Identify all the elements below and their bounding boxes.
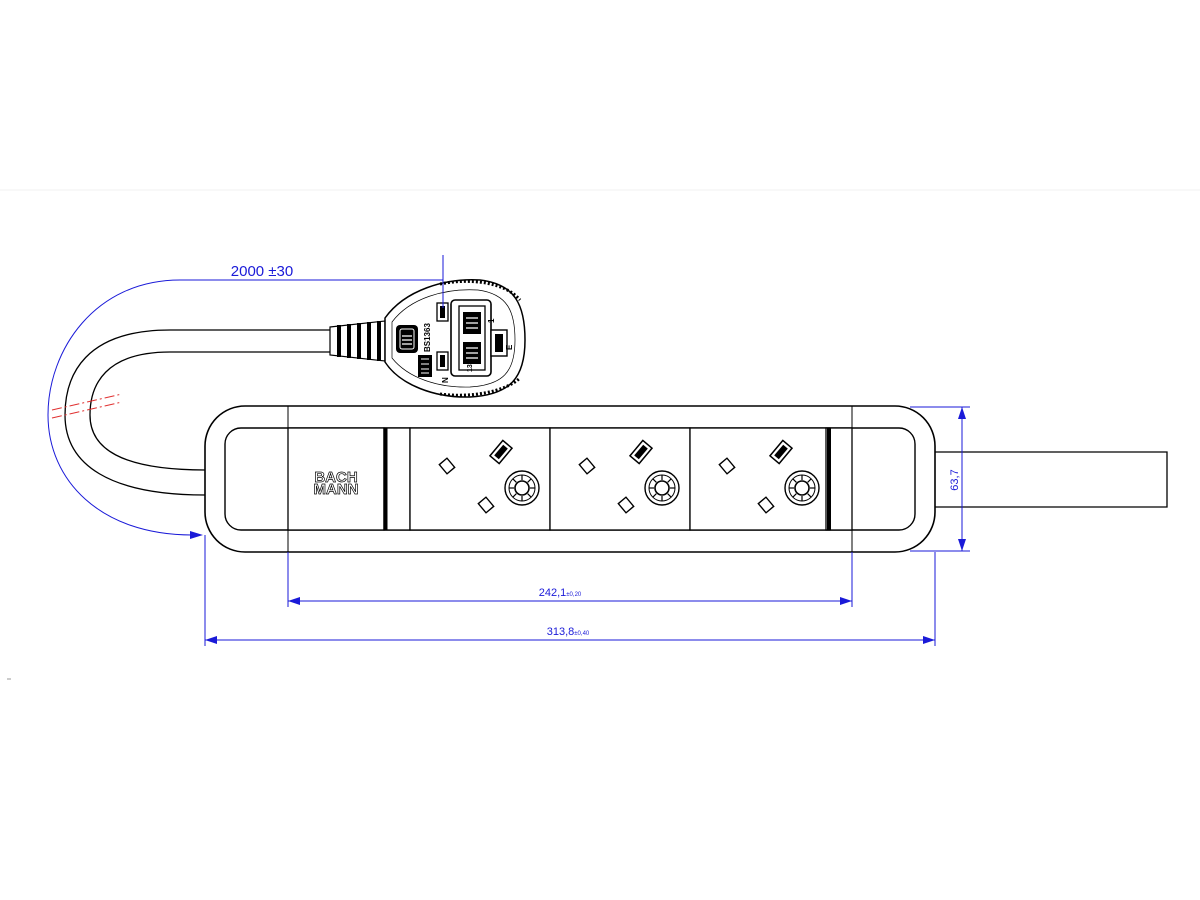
shutter-dial-icon: [644, 470, 680, 506]
socket-module-3: [689, 427, 831, 531]
socket-module-1: [409, 427, 551, 531]
socket-slot-live: [578, 457, 596, 475]
socket-slot-live: [718, 457, 736, 475]
strip-end-cable: [935, 451, 1168, 508]
brand-logo-line2: MANN: [314, 481, 359, 498]
cable-length-label: 2000 ±30: [231, 263, 293, 280]
socket-strip: BACH MANN: [204, 405, 1168, 553]
pin-label-n: N: [441, 377, 450, 383]
total-width-value: 313,8: [547, 626, 575, 638]
bsi-kitemark-icon: [396, 325, 418, 353]
socket-slot-neutral: [477, 496, 495, 514]
svg-text:242,1±0,20: 242,1±0,20: [539, 587, 582, 599]
fuse-rating-text: 13A: [467, 359, 474, 372]
total-width-tolerance: ±0,40: [574, 631, 590, 637]
shutter-dial-icon: [784, 470, 820, 506]
fuse-carrier: [450, 299, 492, 377]
height-label: 63,7: [949, 469, 961, 490]
svg-text:313,8±0,40: 313,8±0,40: [547, 626, 590, 638]
dimension-total-width: 313,8±0,40: [204, 535, 936, 646]
dimension-frame-width: 242,1±0,20: [287, 552, 853, 607]
socket-module-2: [549, 427, 691, 531]
socket-slot-earth: [488, 439, 514, 465]
brand-module: [287, 427, 385, 531]
socket-slot-neutral: [757, 496, 775, 514]
socket-slot-neutral: [617, 496, 635, 514]
socket-slot-live: [438, 457, 456, 475]
dimension-cable-length: 2000 ±30: [47, 255, 444, 539]
socket-slot-earth: [768, 439, 794, 465]
strain-relief: [329, 320, 386, 362]
plug-standard-text: BS1363: [423, 323, 432, 352]
frame-width-value: 242,1: [539, 587, 567, 599]
frame-width-tolerance: ±0,20: [566, 592, 582, 598]
socket-slot-earth: [628, 439, 654, 465]
uk-plug: BS1363 13A 1 E N: [329, 279, 526, 398]
pin-label-e: E: [505, 344, 514, 350]
asta-mark-icon: [418, 355, 432, 377]
cable-break-centerline: [51, 393, 123, 419]
dimension-height: 63,7: [910, 406, 970, 552]
brand-logo-line1: BACH: [314, 469, 357, 486]
pin-label-1: 1: [487, 318, 496, 323]
shutter-dial-icon: [504, 470, 540, 506]
